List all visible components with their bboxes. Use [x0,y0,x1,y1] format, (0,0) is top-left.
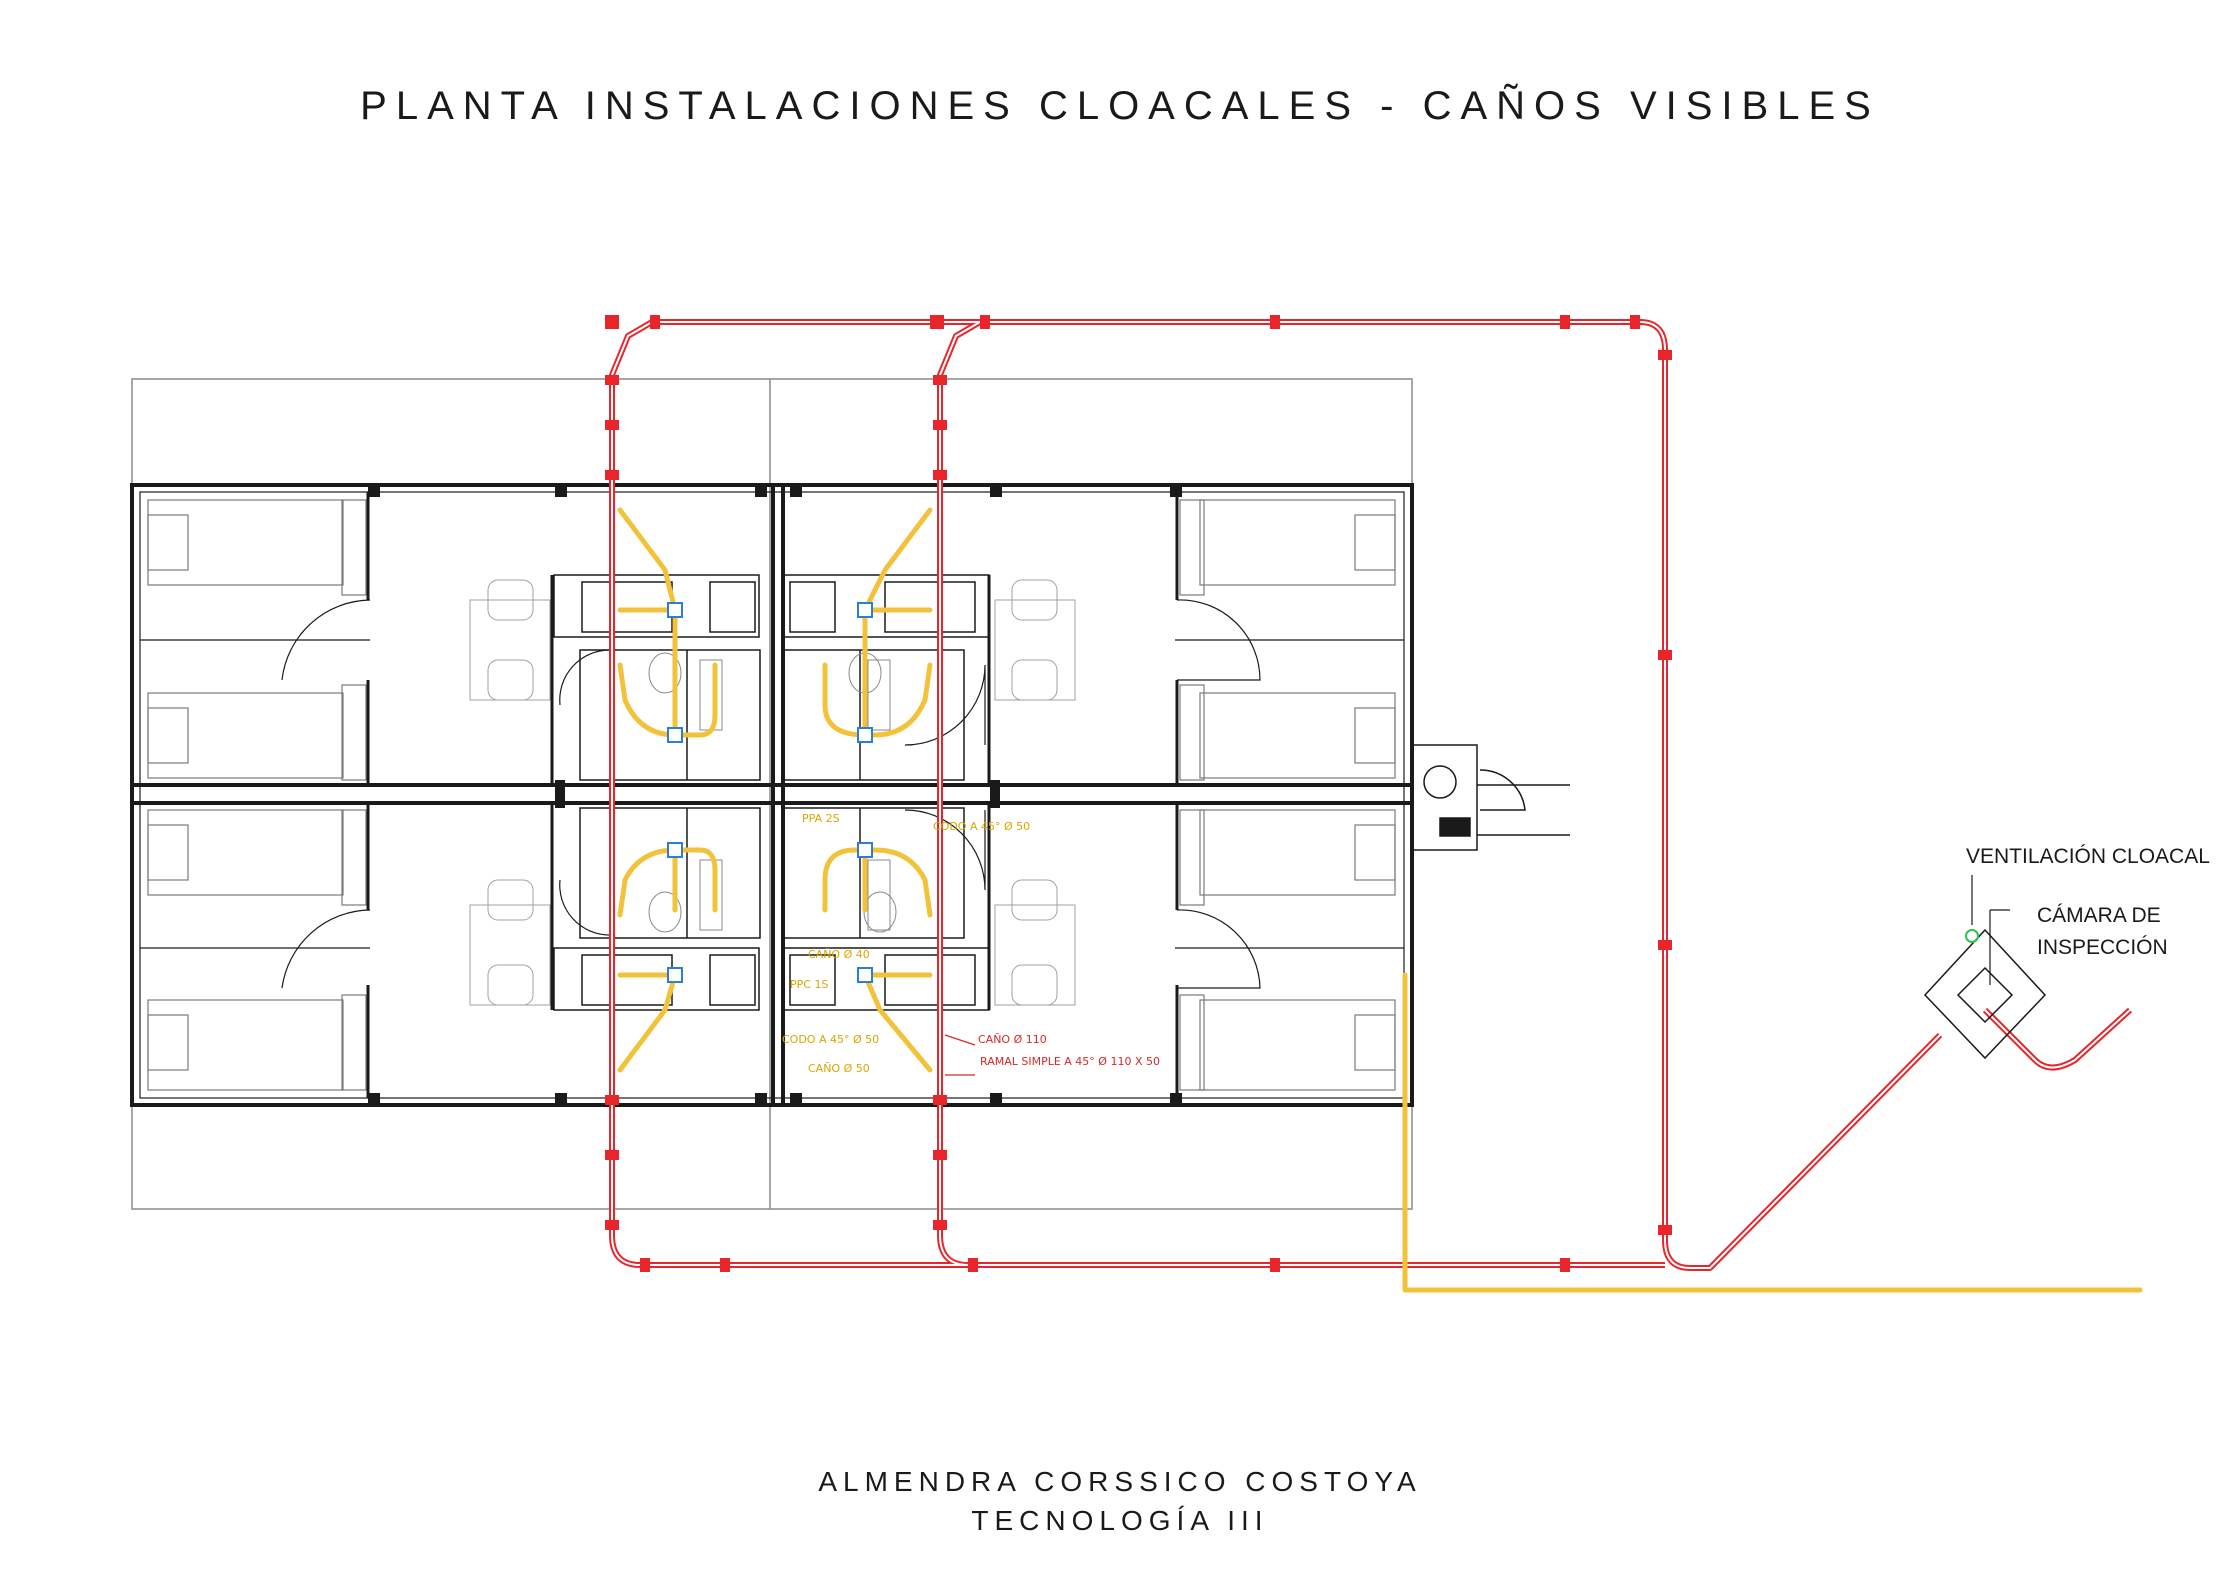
label-chamber-1: CÁMARA DE [2037,904,2161,927]
building-walls [130,483,1414,1107]
annex [1411,744,1570,851]
leader-lines [1971,875,2010,985]
label-codo-bottom: CODO A 45° Ø 50 [782,1033,879,1046]
columns [368,487,1182,1103]
junction-boxes [667,602,873,983]
page-title: PLANTA INSTALACIONES CLOACALES - CAÑOS V… [360,84,1880,128]
label-ramal: RAMAL SIMPLE A 45° Ø 110 X 50 [980,1055,1160,1068]
beds [147,499,1396,1091]
label-ventilation: VENTILACIÓN CLOACAL [1966,845,2210,868]
desks [469,579,1076,1006]
wardrobes [341,499,1205,1091]
label-ppc: PPC 1S [790,978,828,991]
pipe-joints [605,315,1672,1272]
label-ppa: PPA 2S [802,812,840,825]
main-sewer-pipes [609,319,2133,1271]
bathrooms [550,574,991,1011]
branch-pipes [617,507,2143,1293]
label-codo-top: CODO A 45° Ø 50 [933,820,1030,833]
annotation-arrows [944,1034,976,1076]
footer-course: TECNOLOGÍA III [971,1505,1269,1536]
footer-author: ALMENDRA CORSSICO COSTOYA [818,1466,1422,1497]
label-chamber-2: INSPECCIÓN [2037,936,2168,959]
label-cano50: CAÑO Ø 50 [808,1062,870,1075]
label-cano110: CAÑO Ø 110 [978,1033,1047,1046]
main-sewer-pipes-inner [611,321,2131,1269]
label-cano40: CAÑO Ø 40 [808,948,870,961]
inspection-chamber [1923,928,2047,1060]
vent-icon [1965,929,1979,943]
